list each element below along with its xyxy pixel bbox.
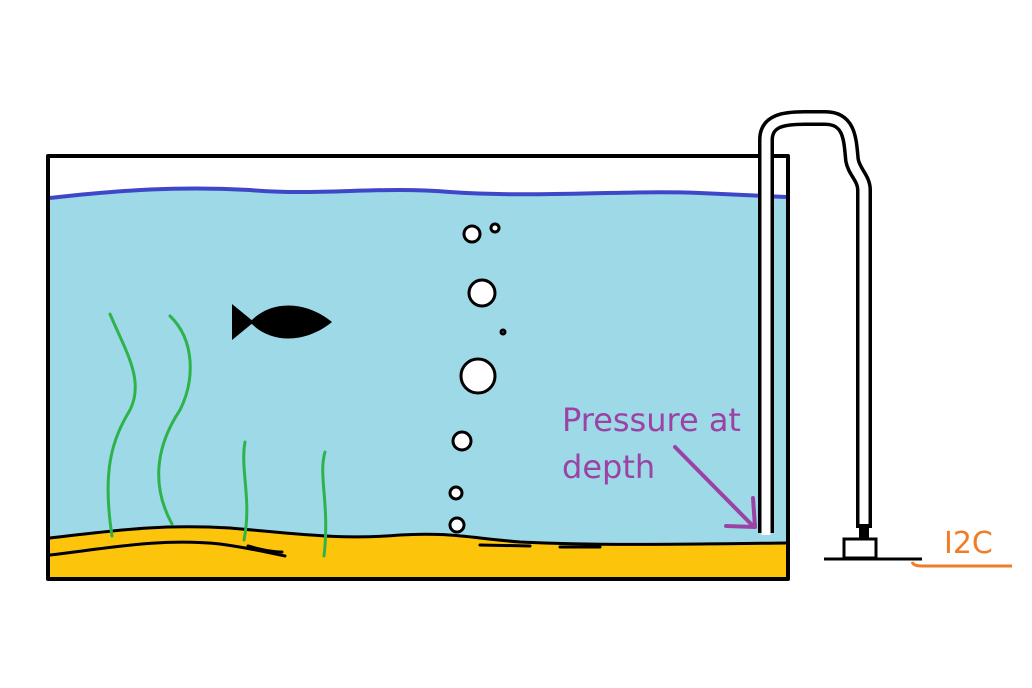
pressure-label-line2: depth — [562, 448, 655, 486]
water-surface — [49, 186, 787, 200]
bubble-icon — [499, 328, 507, 336]
bubble-icon — [462, 224, 482, 244]
bubble-icon — [451, 430, 473, 452]
pressure-arrow — [673, 445, 757, 529]
fish-icon — [232, 304, 332, 340]
pressure-tube — [758, 110, 872, 535]
water — [50, 188, 786, 548]
seaweed-3 — [242, 440, 249, 542]
seaweed-4 — [321, 450, 328, 558]
tank-outline — [46, 154, 790, 581]
seaweed-1 — [106, 312, 137, 538]
bubble-icon — [459, 357, 497, 395]
i2c-wire — [910, 561, 1012, 568]
i2c-label: I2C — [944, 526, 993, 561]
bubble-icon — [489, 222, 501, 234]
bubble-icon — [448, 516, 466, 534]
pressure-label-line1: Pressure at — [562, 401, 741, 439]
bubble-icon — [467, 278, 497, 308]
sand-ridges — [48, 525, 788, 558]
seaweed-2 — [157, 314, 192, 526]
seaweed-plants — [106, 312, 328, 558]
bubble-icon — [448, 485, 464, 501]
bubbles — [448, 222, 507, 534]
pressure-sensor-icon — [824, 524, 922, 561]
sand — [50, 526, 786, 578]
